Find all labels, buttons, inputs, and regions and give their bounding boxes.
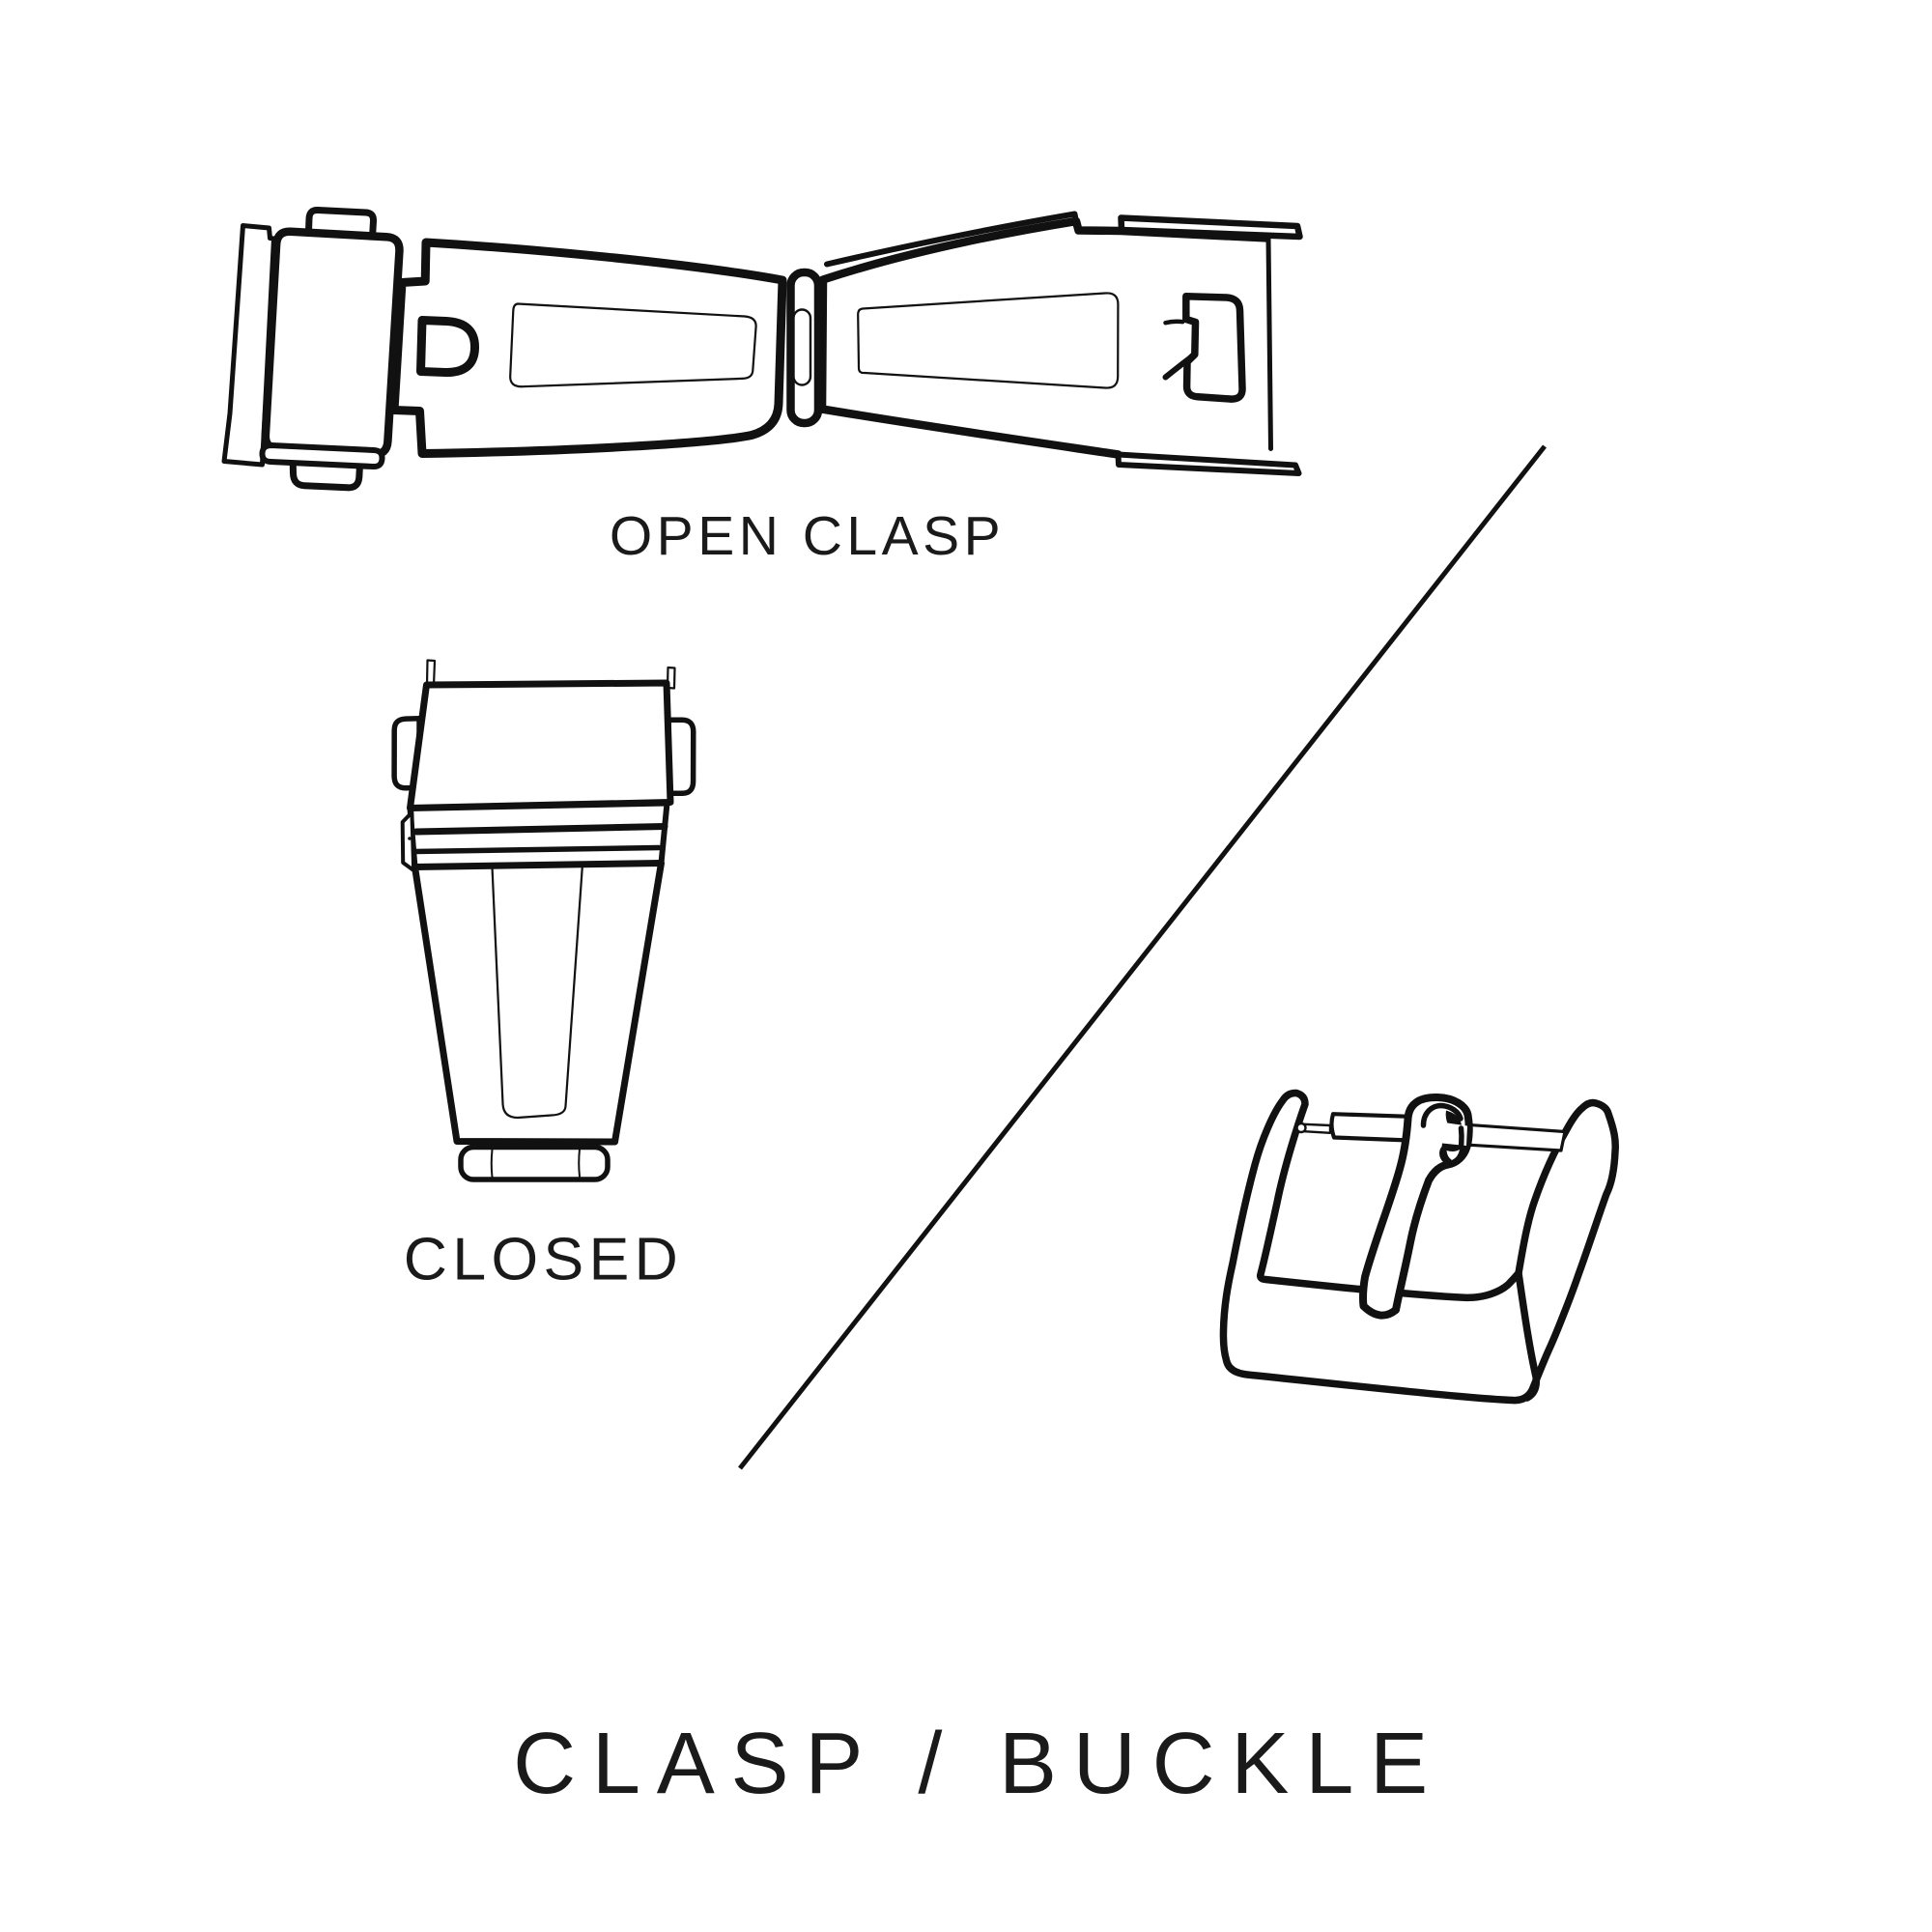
svg-text:CLOSED: CLOSED <box>404 1226 683 1293</box>
svg-text:OPEN CLASP: OPEN CLASP <box>610 505 1005 567</box>
svg-text:CLASP / BUCKLE: CLASP / BUCKLE <box>513 1716 1444 1812</box>
